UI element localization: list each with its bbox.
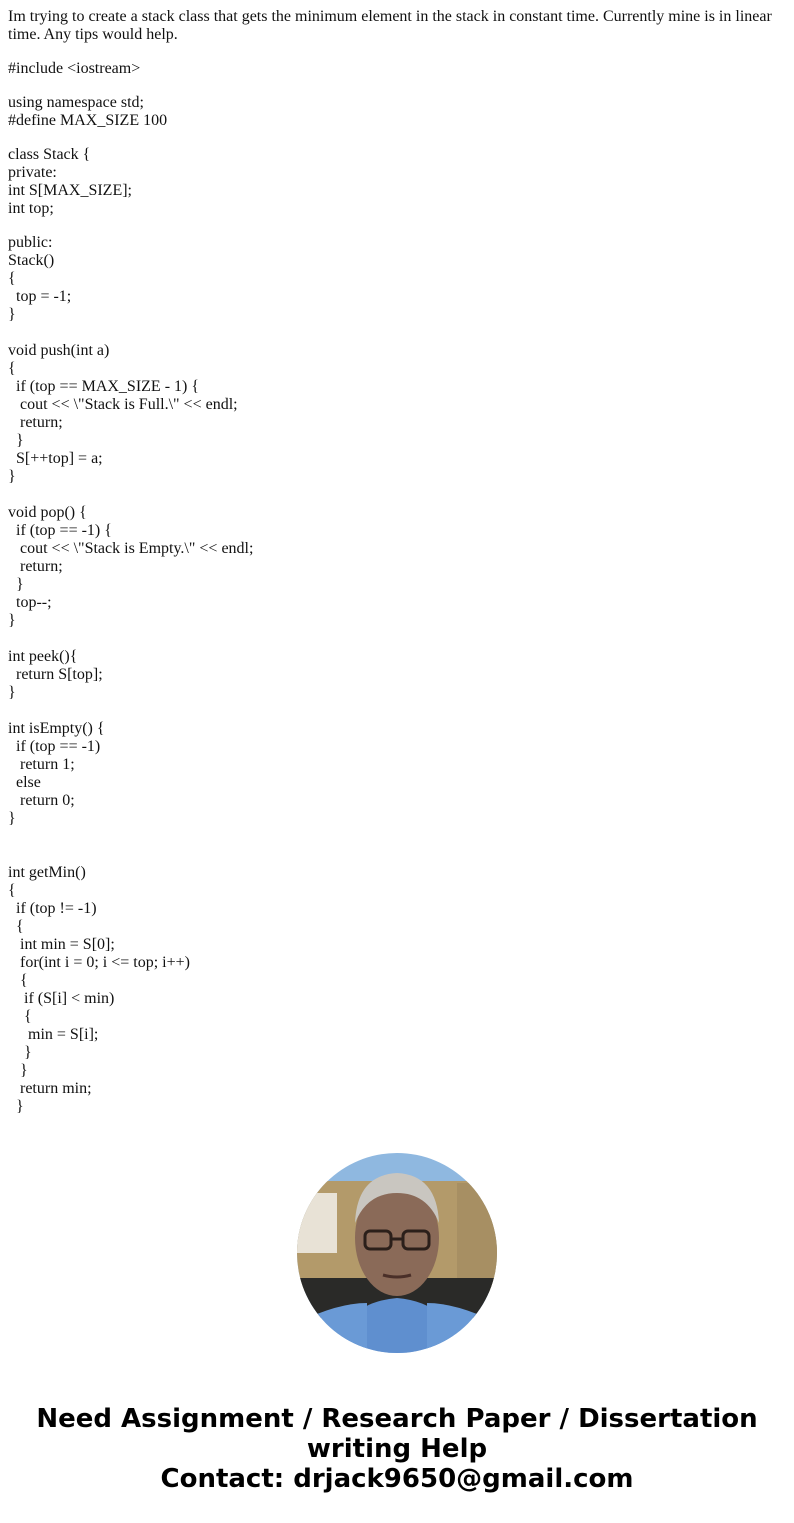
code-line: #include <iostream> — [8, 60, 141, 77]
code-line: { — [8, 360, 16, 377]
code-block: using namespace std;#define MAX_SIZE 100 — [8, 94, 786, 130]
code-line: } — [8, 432, 24, 449]
code-line: } — [8, 1044, 32, 1061]
promo-line-2: writing Help — [306, 1434, 488, 1464]
code-line: int peek(){ — [8, 648, 78, 665]
code-line — [8, 828, 786, 846]
code-line: return 0; — [8, 792, 75, 809]
promo-contact: Contact: drjack9650@gmail.com — [160, 1464, 634, 1494]
code-line: cout << \"Stack is Empty.\" << endl; — [8, 540, 254, 557]
code-line — [8, 846, 786, 864]
question-intro: Im trying to create a stack class that g… — [8, 8, 772, 43]
code-line: #define MAX_SIZE 100 — [8, 112, 168, 129]
code-line: { — [8, 918, 24, 935]
code-line: { — [8, 270, 16, 287]
promo-banner: Need Assignment / Research Paper / Disse… — [0, 1404, 794, 1494]
code-line: int S[MAX_SIZE]; — [8, 182, 132, 199]
code-line: { — [8, 882, 16, 899]
code-area: #include <iostream> using namespace std;#… — [8, 60, 786, 1116]
code-line — [8, 486, 786, 504]
promo-line-1: Need Assignment / Research Paper / Disse… — [36, 1404, 758, 1434]
code-line: S[++top] = a; — [8, 450, 103, 467]
code-line: } — [8, 468, 16, 485]
code-line: return S[top]; — [8, 666, 103, 683]
code-line: if (top == -1) { — [8, 522, 112, 539]
code-line: int getMin() — [8, 864, 86, 881]
code-block: #include <iostream> — [8, 60, 786, 78]
code-line: } — [8, 306, 16, 323]
code-line: cout << \"Stack is Full.\" << endl; — [8, 396, 238, 413]
code-line: int min = S[0]; — [8, 936, 115, 953]
code-line: using namespace std; — [8, 94, 144, 111]
code-line: Stack() — [8, 252, 55, 269]
code-line: public: — [8, 234, 53, 251]
code-line: } — [8, 1098, 24, 1115]
code-line: void push(int a) — [8, 342, 110, 359]
code-line: } — [8, 1062, 28, 1079]
question-content: Im trying to create a stack class that g… — [8, 8, 786, 1132]
code-line: } — [8, 810, 16, 827]
code-line: return; — [8, 414, 63, 431]
code-line: class Stack { — [8, 146, 91, 163]
code-line: } — [8, 684, 16, 701]
code-line: for(int i = 0; i <= top; i++) — [8, 954, 190, 971]
avatar-photo-icon — [297, 1153, 497, 1353]
code-line: return; — [8, 558, 63, 575]
code-line: { — [8, 972, 28, 989]
code-block: class Stack {private:int S[MAX_SIZE];int… — [8, 146, 786, 218]
code-line: return 1; — [8, 756, 75, 773]
code-line: if (top == -1) — [8, 738, 101, 755]
code-line — [8, 702, 786, 720]
code-line: top = -1; — [8, 288, 72, 305]
code-line: if (top != -1) — [8, 900, 97, 917]
code-line: } — [8, 576, 24, 593]
code-line: return min; — [8, 1080, 92, 1097]
code-line: else — [8, 774, 41, 791]
code-line: private: — [8, 164, 57, 181]
code-line: } — [8, 612, 16, 629]
code-line — [8, 324, 786, 342]
code-block: public:Stack(){ top = -1;}void push(int … — [8, 234, 786, 1116]
code-line: int isEmpty() { — [8, 720, 105, 737]
code-line: top--; — [8, 594, 52, 611]
code-line: { — [8, 1008, 32, 1025]
code-line: void pop() { — [8, 504, 87, 521]
code-line: min = S[i]; — [8, 1026, 99, 1043]
code-line: if (top == MAX_SIZE - 1) { — [8, 378, 200, 395]
avatar — [297, 1153, 497, 1353]
code-line: if (S[i] < min) — [8, 990, 115, 1007]
code-line: int top; — [8, 200, 54, 217]
code-line — [8, 630, 786, 648]
